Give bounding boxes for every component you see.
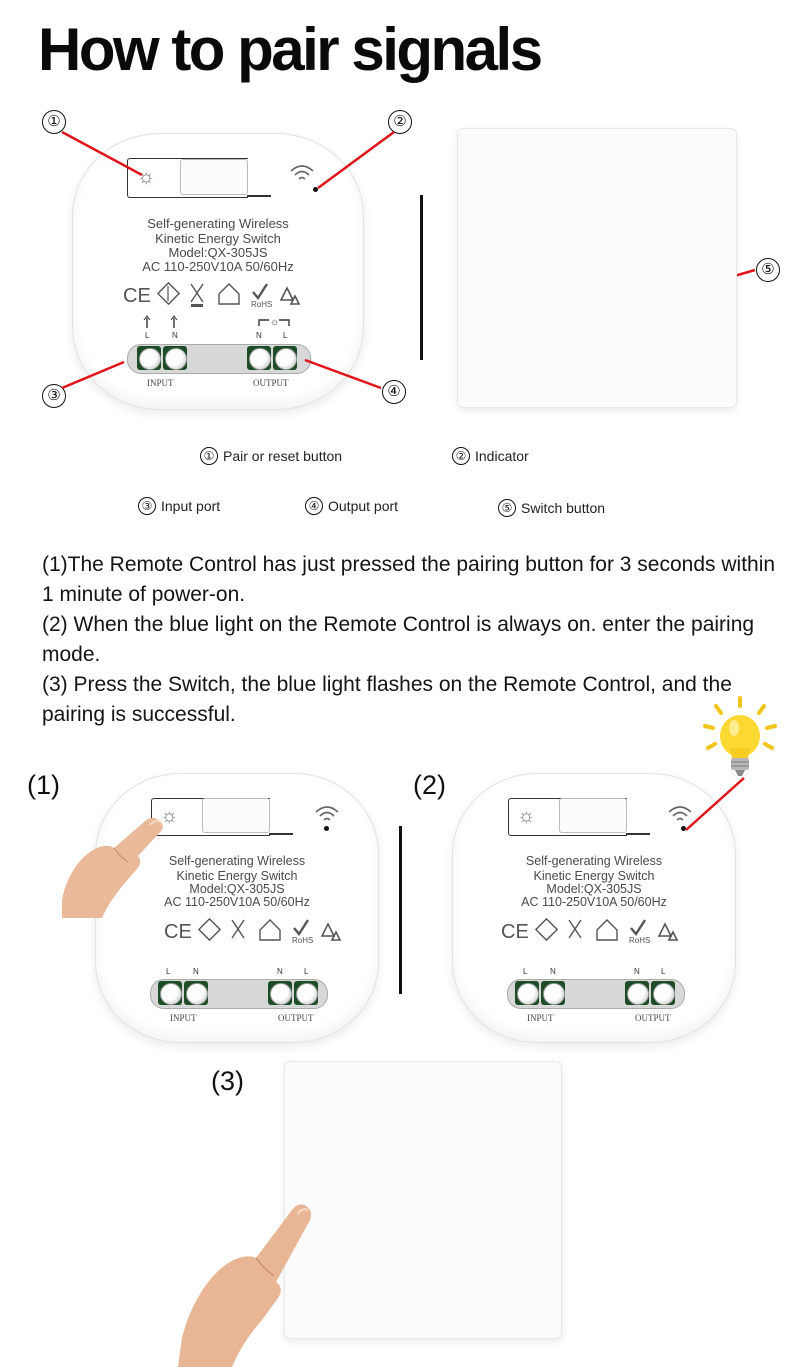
certification-marks-icon: CE RoHS	[501, 917, 679, 945]
device-line3: Model:QX-305JS	[168, 245, 268, 260]
receiver-module-step2: ☼ Self-generating Wireless Kinetic Energ…	[452, 773, 736, 1043]
legend-item-4: ④ Output port	[305, 497, 398, 515]
device-line2: Kinetic Energy Switch	[155, 231, 281, 246]
certification-marks-icon: CE RoHS	[123, 281, 301, 309]
callout-2: ②	[388, 110, 412, 134]
input-screw-l	[139, 348, 161, 370]
pair-button-frame	[127, 158, 248, 198]
finger-pointing-icon	[178, 1204, 312, 1367]
callout-1: ①	[42, 110, 66, 134]
receiver-module: ☼ Self-generating Wireless Kinetic Energ…	[72, 133, 364, 410]
step-1-text: (1)The Remote Control has just pressed t…	[42, 553, 776, 606]
page-title: How to pair signals	[38, 16, 543, 83]
indicator-led	[681, 826, 686, 831]
certification-marks-icon: CE RoHS	[164, 917, 342, 945]
svg-text:CE: CE	[501, 921, 529, 943]
indicator-led	[313, 187, 318, 192]
legend-item-2: ② Indicator	[452, 447, 529, 465]
callout-3: ③	[42, 384, 66, 408]
wifi-icon	[315, 806, 339, 821]
receiver-module-step1: ☼ Self-generating Wireless Kinetic Energ…	[95, 773, 379, 1043]
legend-item-3: ③ Input port	[138, 497, 220, 515]
switch-panel	[457, 128, 737, 408]
step-3-label: (3)	[211, 1066, 244, 1096]
svg-text:☼: ☼	[270, 317, 279, 328]
light-icon: ☼	[160, 805, 179, 827]
indicator-window	[180, 159, 248, 195]
switch-panel-step3	[284, 1061, 562, 1339]
arrow-icons: ☼	[143, 315, 290, 328]
device-line1: Self-generating Wireless	[147, 216, 289, 231]
output-screw-n	[249, 348, 271, 370]
pairing-instructions: (1)The Remote Control has just pressed t…	[42, 550, 782, 730]
legend-item-5: ⑤ Switch button	[498, 499, 605, 517]
legend-item-1: ① Pair or reset button	[200, 447, 342, 465]
svg-text:RoHS: RoHS	[292, 936, 313, 945]
step-2-text: (2) When the blue light on the Remote Co…	[42, 613, 755, 666]
input-screw-n	[165, 348, 187, 370]
light-icon: ☼	[137, 166, 156, 188]
svg-text:RoHS: RoHS	[251, 300, 272, 309]
svg-text:CE: CE	[164, 921, 192, 943]
divider	[420, 195, 423, 360]
step-1-label: (1)	[27, 770, 60, 800]
svg-text:RoHS: RoHS	[629, 936, 650, 945]
callout-5: ⑤	[756, 258, 780, 282]
callout-4: ④	[382, 380, 406, 404]
lightbulb-icon	[703, 696, 777, 776]
step-3-text: (3) Press the Switch, the blue light fla…	[42, 673, 732, 726]
step-2-label: (2)	[413, 770, 446, 800]
wifi-icon	[668, 806, 692, 821]
output-screw-l	[275, 348, 297, 370]
light-icon: ☼	[517, 805, 536, 827]
svg-text:CE: CE	[123, 285, 151, 307]
device-line4: AC 110-250V10A 50/60Hz	[142, 259, 294, 274]
indicator-callout-line	[685, 777, 745, 831]
wifi-icon	[290, 165, 314, 180]
finger-pointing-icon	[62, 817, 163, 918]
divider	[399, 826, 402, 994]
